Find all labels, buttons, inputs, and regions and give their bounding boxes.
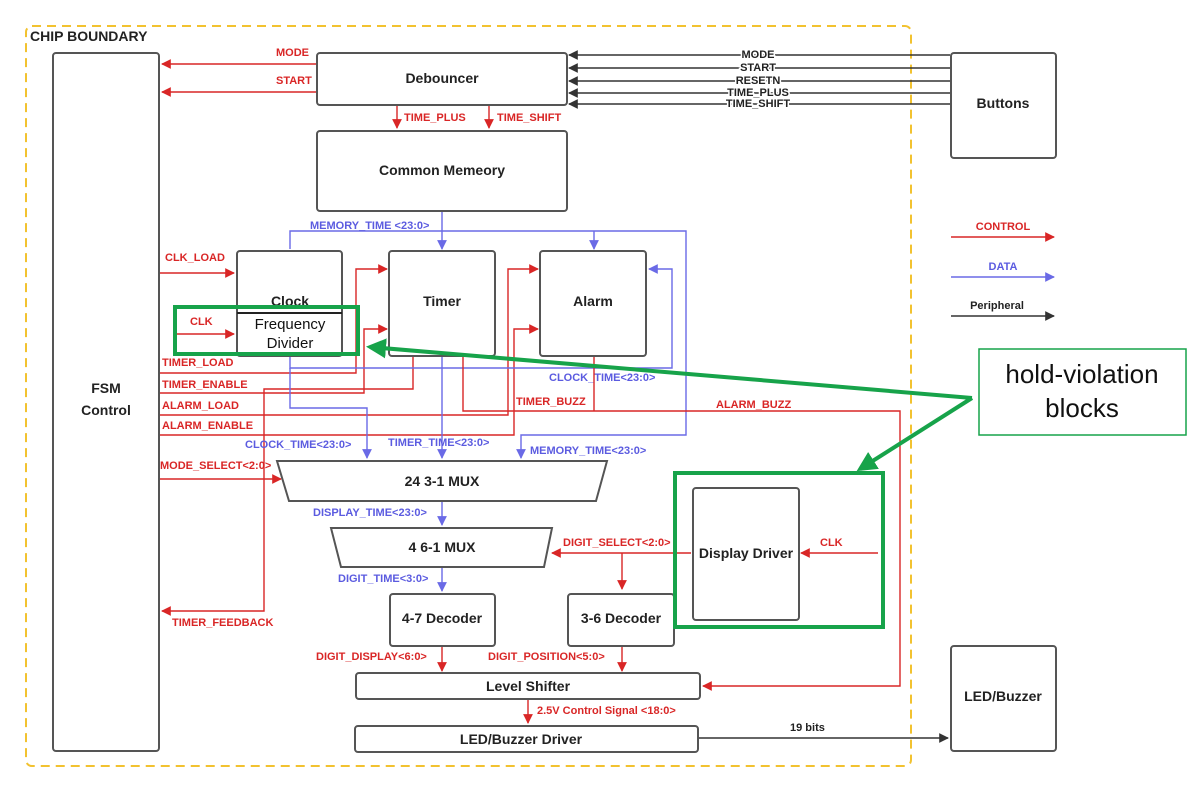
alarm-load-label: ALARM_LOAD [162,400,239,412]
timer-feedback-label: TIMER_FEEDBACK [172,617,274,629]
fsm-control-block [52,52,160,752]
legend-control-label: CONTROL [976,221,1031,233]
legend: CONTROL DATA Peripheral [951,221,1055,321]
memory-time-bus [289,212,687,459]
common-memory-label: Common Memeory [379,162,505,178]
time-plus-label: TIME_PLUS [404,112,466,124]
display-driver-label: Display Driver [699,545,794,561]
control-signal-label: 2.5V Control Signal <18:0> [537,705,676,717]
alarm-buzz-label: ALARM_BUZZ [716,399,791,411]
led-buzzer-label: LED/Buzzer [964,688,1042,704]
decoder-36-label: 3-6 Decoder [581,610,662,626]
callout-arrow-freq-divider [366,338,973,400]
btn-start-label: START [740,62,776,74]
clock-time-alarm-wire [289,264,673,369]
clk-dd-label: CLK [820,537,843,549]
debouncer-block [316,52,568,106]
timer-enable-label: TIMER_ENABLE [162,379,248,391]
callout-line1: hold-violation [1005,359,1158,389]
timer-label: Timer [423,293,461,309]
timer-block [388,250,496,357]
digit-position-label: DIGIT_POSITION<5:0> [488,651,605,663]
led-driver-label: LED/Buzzer Driver [460,731,583,747]
clock-time-left-label: CLOCK_TIME<23:0> [245,439,351,451]
alarm-load-wire [160,264,539,416]
callout-line2: blocks [1045,393,1119,423]
freq-divider-line2: Divider [267,335,314,352]
mux24-block [275,460,609,502]
alarm-block [539,250,647,357]
fsm-label-line1: FSM [91,380,121,396]
debouncer-label: Debouncer [405,70,479,86]
buttons-block [950,52,1057,159]
start-label: START [276,75,312,87]
memory-time-label: MEMORY_TIME <23:0> [310,220,429,232]
btn-time-plus-label: TIME_PLUS [727,87,789,99]
mode-select-label: MODE_SELECT<2:0> [160,460,271,472]
time-shift-label: TIME_SHIFT [497,112,561,124]
clock-time-mux-wire [289,368,372,459]
clock-time-right-label: CLOCK_TIME<23:0> [549,372,655,384]
mux24-label: 24 3-1 MUX [405,473,480,489]
alarm-label: Alarm [573,293,613,309]
digit-display-label: DIGIT_DISPLAY<6:0> [316,651,427,663]
freq-divider-highlight [173,305,360,356]
timer-load-label: TIMER_LOAD [162,357,234,369]
chip-boundary-label: CHIP BOUNDARY [30,28,148,44]
frequency-divider-block [238,314,341,355]
buttons-label: Buttons [977,95,1030,111]
timer-enable-wire [160,324,388,394]
legend-data-label: DATA [989,261,1018,273]
chip-boundary [25,25,912,767]
legend-peripheral-label: Peripheral [970,300,1024,312]
timer-buzz-label: TIMER_BUZZ [516,396,586,408]
clk-label: CLK [190,316,213,328]
timer-buzz-wire [462,357,901,691]
display-driver-block [692,487,800,621]
btn-mode-label: MODE [742,49,775,61]
decoder-47-label: 4-7 Decoder [402,610,483,626]
mode-label: MODE [276,47,309,59]
digit-time-label: DIGIT_TIME<3:0> [338,573,428,585]
memory-time2-label: MEMORY_TIME<23:0> [530,445,646,457]
btn-resetn-label: RESETN [736,75,781,87]
bits19-label: 19 bits [790,722,825,734]
alarm-enable-label: ALARM_ENABLE [162,420,253,432]
alarm-enable-wire [160,324,539,436]
display-time-label: DISPLAY_TIME<23:0> [313,507,427,519]
decoder-47-block [389,593,496,647]
level-shifter-label: Level Shifter [486,678,571,694]
led-buzzer-block [950,645,1057,752]
level-shifter-block [355,672,701,700]
display-driver-highlight [673,471,885,629]
fsm-label-line2: Control [81,402,131,418]
callout-box [978,348,1187,436]
common-memory-block [316,130,568,212]
digit-select-label: DIGIT_SELECT<2:0> [563,537,671,549]
freq-divider-line1: Frequency [255,316,326,333]
btn-time-shift-label: TIME_SHIFT [726,98,790,110]
timer-time-label: TIMER_TIME<23:0> [388,437,489,449]
button-bus [568,50,950,109]
clk-load-label: CLK_LOAD [165,252,225,264]
mux4-block [329,527,554,568]
led-driver-block [354,725,699,753]
timer-feedback-wire [161,357,414,616]
mux4-label: 4 6-1 MUX [409,539,477,555]
callout-arrow-display-driver [856,396,974,472]
